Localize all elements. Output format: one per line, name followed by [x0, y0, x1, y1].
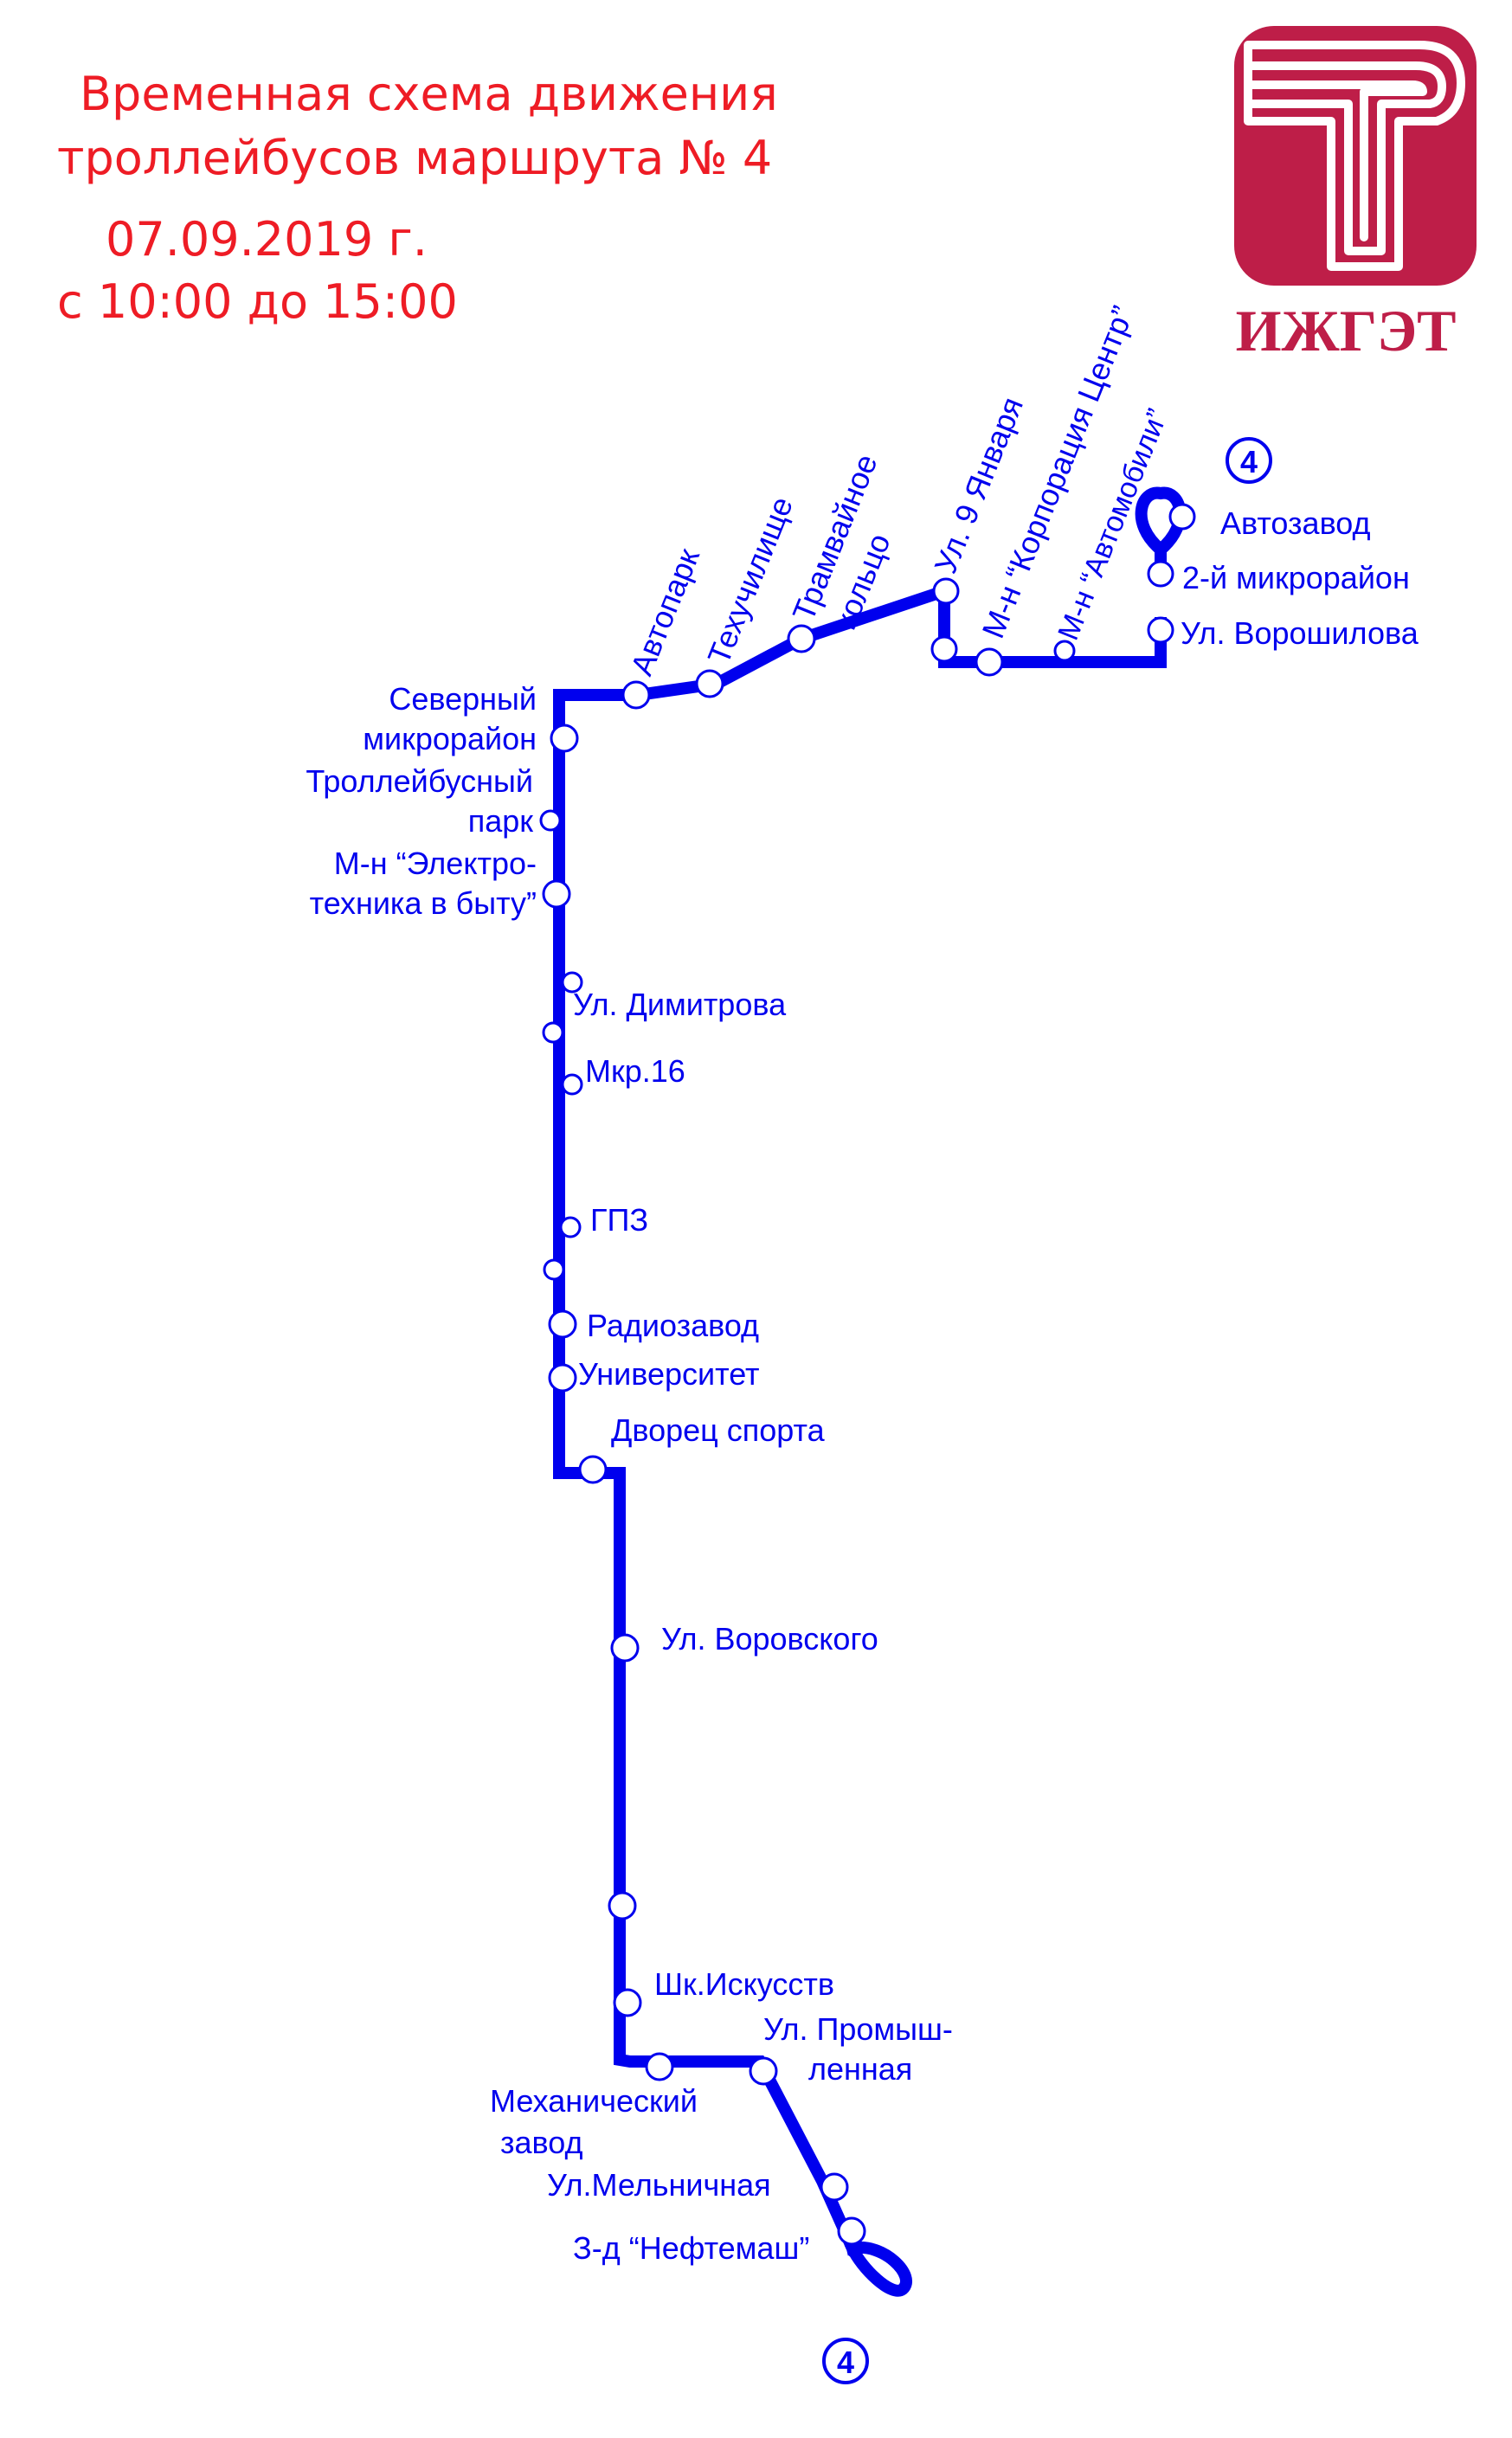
stop-circle-universitet: [548, 1363, 577, 1393]
stop-label-voroshilova: Ул. Ворошилова: [1181, 615, 1419, 651]
stop-label-trolpark-2: парк: [468, 803, 534, 839]
stop-label-severny-2: микрорайон: [363, 721, 537, 756]
logo-t-icon: [1244, 41, 1465, 271]
stop-label-mkr16: Мкр.16: [585, 1053, 685, 1089]
stop-label-vorovskogo: Ул. Воровского: [661, 1621, 878, 1656]
stop-circle-avtopark: [621, 680, 651, 710]
stop-circle-trolpark: [539, 809, 562, 832]
stop-circle-dimitrova-b: [542, 1021, 564, 1044]
stop-circle-melnichnaya: [820, 2172, 849, 2202]
stop-circle-neftemash: [837, 2216, 866, 2246]
stop-label-prom-2: ленная: [808, 2051, 912, 2087]
stop-circle-mehzavod: [645, 2052, 674, 2081]
route-badge-top: 4: [1226, 437, 1272, 484]
stop-circle-dimitrova-a: [561, 971, 583, 994]
stop-labels: Автозавод 2-й микрорайон Ул. Ворошилова …: [306, 301, 1419, 2266]
title-date: 07.09.2019 г.: [106, 212, 428, 267]
stop-circle-mkr16: [561, 1073, 583, 1096]
stop-label-shkisk: Шк.Искусств: [654, 1966, 834, 2002]
title-time: с 10:00 до 15:00: [57, 274, 458, 329]
stop-circle-severny: [550, 724, 579, 753]
route-number-top: 4: [1240, 444, 1258, 479]
stop-circle-9yanvarya: [932, 577, 960, 605]
stop-circle-vorovskogo: [610, 1633, 640, 1663]
stop-label-neftemash: З-д “Нефтемаш”: [573, 2230, 809, 2266]
stop-label-prom-1: Ул. Промыш-: [763, 2011, 953, 2047]
stop-circle-prom: [749, 2056, 778, 2086]
title-line-1: Временная схема движения: [80, 67, 778, 121]
logo-name: ИЖГЭТ: [1236, 298, 1457, 363]
stop-label-avtozavod: Автозавод: [1220, 505, 1371, 541]
stop-circle-korporaciya-2: [930, 635, 958, 663]
stop-circle-tehuchilishe: [695, 669, 724, 698]
stop-label-gpz: ГПЗ: [590, 1202, 648, 1238]
stop-label-2mikr: 2-й микрорайон: [1182, 560, 1410, 595]
stop-label-universitet: Университет: [578, 1356, 760, 1392]
stop-circle-radiozavod: [548, 1309, 577, 1339]
stop-label-elektro-2: техника в быту”: [310, 885, 537, 921]
route-number-bottom: 4: [837, 2345, 854, 2380]
stop-label-severny-1: Северный: [389, 681, 537, 717]
stop-label-avtopark: Автопарк: [623, 544, 706, 680]
stop-circle-gpz: [559, 1216, 582, 1238]
stop-label-mehzavod-1: Механический: [490, 2083, 698, 2119]
stop-label-radiozavod: Радиозавод: [587, 1308, 759, 1343]
stop-circle-tramkolco: [787, 624, 816, 653]
title-line-2: троллейбусов маршрута № 4: [57, 131, 773, 185]
stop-circle-2mikr: [1147, 560, 1174, 588]
stop-label-elektro-1: М-н “Электро-: [334, 846, 537, 881]
stop-label-trolpark-1: Троллейбусный: [306, 763, 533, 799]
izhget-logo: ИЖГЭТ: [1234, 26, 1477, 363]
stop-circle-elektro: [542, 879, 571, 909]
route-badge-bottom: 4: [822, 2338, 869, 2384]
stop-circle-voroshilova: [1147, 616, 1174, 644]
stop-circle-korporaciya: [975, 647, 1004, 677]
stop-circle-shkisk: [613, 1988, 642, 2017]
stop-circle-avtozavod: [1168, 503, 1196, 531]
stop-circle-avtomobili: [1053, 640, 1076, 662]
stop-circle-gpz-2: [543, 1258, 565, 1281]
stop-circle-unnamed: [608, 1891, 637, 1920]
stop-label-dvorec: Дворец спорта: [611, 1412, 826, 1448]
stop-label-dimitrova: Ул. Димитрова: [573, 987, 787, 1022]
stop-circles: [539, 503, 1196, 2246]
stop-label-mehzavod-2: завод: [500, 2125, 582, 2160]
stop-label-melnichnaya: Ул.Мельничная: [547, 2167, 771, 2203]
stop-circle-dvorec: [578, 1455, 608, 1484]
